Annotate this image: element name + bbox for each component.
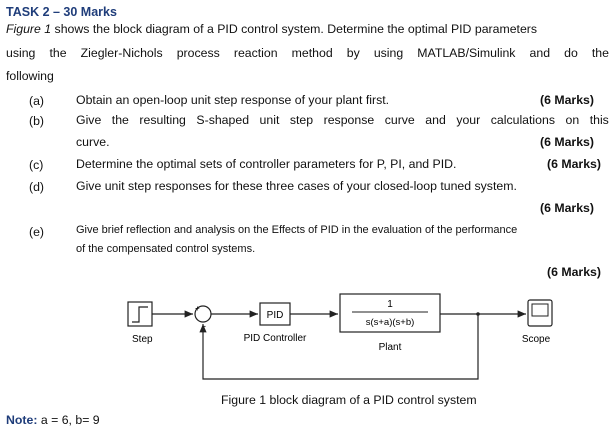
- branch-point: [476, 312, 480, 316]
- plant-numerator: 1: [387, 299, 393, 310]
- item-d-text: Give unit step responses for these three…: [76, 179, 517, 193]
- item-c-text: Determine the optimal sets of controller…: [76, 157, 457, 171]
- item-b-word: response: [323, 113, 375, 127]
- item-b-word: resulting: [139, 113, 186, 127]
- item-b-label: (b): [29, 114, 45, 128]
- item-a-marks: (6 Marks): [540, 93, 594, 107]
- intro-line-2-word: by: [346, 46, 360, 60]
- plant-block: [339, 293, 441, 333]
- item-b-word: calculations: [490, 113, 555, 127]
- intro-line-2-word: method: [291, 46, 333, 60]
- intro-line-2-word: reaction: [233, 46, 278, 60]
- step-block: [127, 301, 153, 327]
- plant-denominator: s(s+a)(s+b): [366, 317, 415, 328]
- intro-line-2-word: the: [49, 46, 67, 60]
- intro-line-2-word: process: [176, 46, 220, 60]
- scope-label: Scope: [522, 334, 551, 345]
- note: Note: a = 6, b= 9: [6, 413, 100, 427]
- item-b-word: and: [425, 113, 446, 127]
- intro-line-1: Figure 1 shows the block diagram of a PI…: [6, 23, 537, 35]
- item-e-text-2: of the compensated control systems.: [76, 243, 256, 255]
- item-b-word: S-shaped: [196, 113, 250, 127]
- item-b-word: Give: [76, 113, 102, 127]
- figure-reference: Figure 1: [6, 22, 52, 36]
- pid-controller-label: PID Controller: [244, 333, 307, 344]
- plant-label: Plant: [379, 342, 402, 353]
- intro-line-2-word: Ziegler-Nichols: [80, 46, 163, 60]
- intro-line-2-word: and: [529, 46, 551, 60]
- item-c-marks: (6 Marks): [547, 157, 601, 171]
- intro-line-3: following: [6, 69, 54, 83]
- intro-line-2-word: the: [591, 46, 609, 60]
- item-b-word: step: [289, 113, 314, 127]
- item-b-text-2: curve.: [76, 135, 110, 149]
- item-b-marks: (6 Marks): [540, 135, 594, 149]
- item-c-label: (c): [29, 158, 44, 172]
- item-d-marks: (6 Marks): [540, 201, 594, 215]
- pid-block-label: PID: [267, 310, 284, 321]
- note-label: Note:: [6, 413, 38, 427]
- intro-line-2: using the Ziegler-Nichols process reaction me…: [6, 46, 609, 60]
- item-e-text: Give brief reflection and analysis on th…: [76, 224, 518, 236]
- item-b-word: the: [111, 113, 129, 127]
- intro-line-1-text: shows the block diagram of a PID control…: [51, 22, 538, 36]
- item-d-label: (d): [29, 180, 45, 194]
- intro-line-2-word: using: [373, 46, 404, 60]
- figure-caption: Figure 1 block diagram of a PID control …: [221, 393, 477, 407]
- sum-plus-sign: +: [195, 304, 200, 313]
- item-e-label: (e): [29, 225, 45, 239]
- step-label: Step: [132, 334, 153, 345]
- scope-block: [527, 299, 553, 327]
- item-b-word: your: [456, 113, 481, 127]
- item-b-word: this: [589, 113, 609, 127]
- item-a-label: (a): [29, 94, 45, 108]
- intro-line-2-word: using: [6, 46, 36, 60]
- intro-line-2-word: do: [564, 46, 578, 60]
- feedback-path: [199, 314, 479, 380]
- intro-line-2-word: MATLAB/Simulink: [417, 46, 516, 60]
- item-b-word: on: [565, 113, 580, 127]
- item-b-word: unit: [259, 113, 280, 127]
- item-b-word: curve: [384, 113, 415, 127]
- note-text: a = 6, b= 9: [37, 413, 100, 427]
- item-e-marks: (6 Marks): [547, 265, 601, 279]
- task-title: TASK 2 – 30 Marks: [6, 5, 117, 19]
- item-a-text: Obtain an open-loop unit step response o…: [76, 93, 390, 107]
